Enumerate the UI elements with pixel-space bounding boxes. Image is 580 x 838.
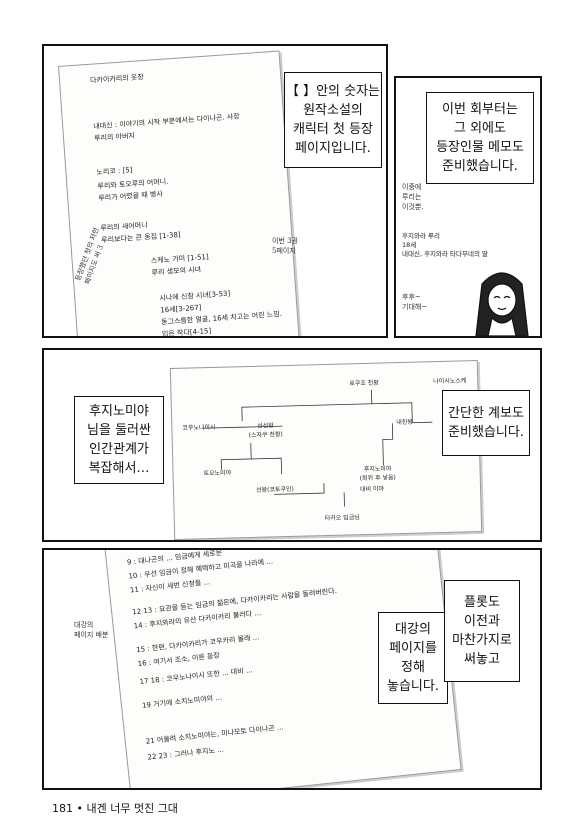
memo-line: 노리코 : [5] bbox=[96, 166, 133, 177]
memo-line: 시나에 신참 시녀[3-53] bbox=[159, 289, 231, 303]
plot-line: 16 : 여기서 조소, 이른 등장 bbox=[137, 651, 221, 669]
side-note: 이중에 루리는 이것뿐. bbox=[402, 183, 424, 211]
margin-note: 이번 3권 5페이지 bbox=[272, 237, 298, 255]
plot-line: 19 거기에 소치노미야의 ... bbox=[141, 693, 223, 710]
caption-box: 간단한 계보도 준비했습니다. bbox=[442, 390, 530, 456]
tree-node: 나이시노스케 bbox=[433, 377, 467, 386]
margin-note: 대강의 페이지 배분 bbox=[74, 621, 109, 639]
memo-line: 16세[3-267] bbox=[160, 303, 202, 315]
tree-paper: 로쿠죠 천황 나이시노스케 코우노나이시 선선왕 (스자쿠 천황) 내친왕 토오… bbox=[169, 359, 483, 540]
panel-family-tree: 로쿠죠 천황 나이시노스케 코우노나이시 선선왕 (스자쿠 천황) 내친왕 토오… bbox=[42, 348, 542, 542]
tree-node: 토오노미야 bbox=[203, 469, 232, 478]
panel-memo-notes: 다카이카리의 옷장 내대신 : 이야기의 시작 부분에서는 다이나곤. 사장 루… bbox=[42, 44, 388, 338]
plot-line: 22 23 : 그러나 후지노 ... bbox=[147, 745, 225, 762]
girl-illustration bbox=[475, 272, 529, 336]
plot-line: 21 어울려 소치노미야는, 미나모토 다이나곤 ... bbox=[145, 723, 284, 746]
memo-line: 내대신 : 이야기의 시작 부분에서는 다이나곤. 사장 bbox=[93, 112, 240, 131]
caption-box: 대강의 페이지를 정해 놓습니다. bbox=[378, 612, 448, 704]
page-footer: 181 • 내겐 너무 멋진 그대 bbox=[52, 802, 178, 815]
plot-line: 17 18 : 코우노나이시 또한 ... 대비 ... bbox=[139, 666, 253, 687]
caption-box: 이번 회부터는 그 외에도 등장인물 메모도 준비했습니다. bbox=[426, 92, 534, 184]
memo-paper: 다카이카리의 옷장 내대신 : 이야기의 시작 부분에서는 다이나곤. 사장 루… bbox=[58, 50, 301, 338]
memo-line: 루리 생모의 시녀 bbox=[151, 265, 202, 277]
panel-character-memo: 이번 회부터는 그 외에도 등장인물 메모도 준비했습니다. 이중에 루리는 이… bbox=[394, 76, 542, 338]
caption-box: 【 】안의 숫자는 원작소설의 캐릭터 첫 등장 페이지입니다. bbox=[284, 72, 382, 168]
tree-node: 내친왕 bbox=[396, 418, 413, 427]
tree-lines bbox=[202, 389, 433, 507]
tree-node: 타카오 임금님 bbox=[324, 514, 360, 523]
tree-node: 코우노나이시 bbox=[182, 423, 216, 432]
memo-line: 루리의 아버지 bbox=[93, 131, 136, 143]
plot-line: 15 : 한편, 다카이카리가 코우카리 몰래 ... bbox=[135, 633, 260, 655]
caption-box: 후지노미야 님을 둘러싼 인간관계가 복잡해서… bbox=[74, 396, 164, 484]
profile-text: 후지와라 루리 18세 내대신, 후지와라 타다무네의 딸 bbox=[402, 232, 489, 258]
memo-line: 루리가 어렸을 때 병사 bbox=[98, 190, 164, 203]
sound-effect: 후후~ 기대해~ bbox=[402, 293, 428, 311]
tree-node: 선선왕 (스자쿠 천황) bbox=[248, 422, 283, 440]
tree-node: 후지노미야 (퇴위 후 낳음) bbox=[359, 465, 396, 483]
memo-line: 입은 작다[4-15] bbox=[161, 326, 212, 338]
memo-line: 스케노 가미 [1-51] bbox=[150, 252, 209, 265]
tree-node: 대비 이야 bbox=[359, 485, 385, 494]
panel-plot-notes: 9 : 대나곤의 ... 임금에게 세로운 10 : 우선 임금이 정해 혜택하… bbox=[42, 548, 542, 790]
memo-line: 다카이카리의 옷장 bbox=[89, 73, 145, 85]
memo-line: 루리보다는 큰 옹집 [1-38] bbox=[100, 230, 181, 245]
plot-line: 11 : 자신이 세번 신청을 ... bbox=[129, 578, 211, 595]
caption-box: 플롯도 이전과 마찬가지로 써놓고 bbox=[444, 580, 520, 682]
tree-node: 선왕(코토쿠인) bbox=[255, 485, 294, 494]
tree-node: 로쿠죠 천황 bbox=[349, 379, 379, 388]
